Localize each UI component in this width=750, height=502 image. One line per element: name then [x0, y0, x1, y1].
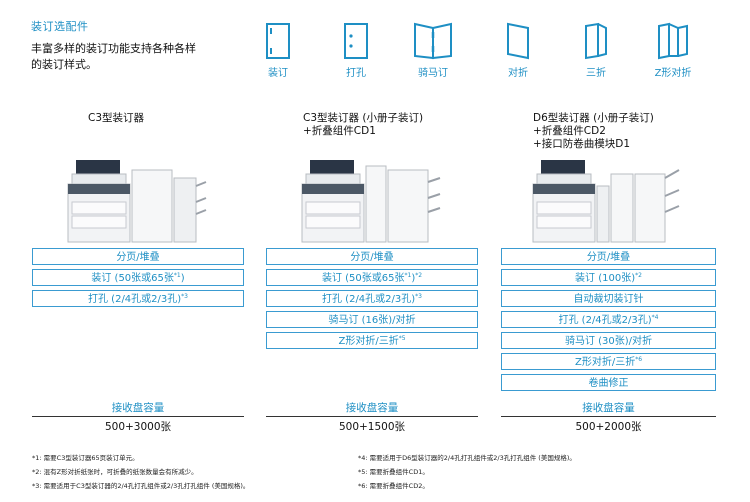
tray-divider — [501, 416, 716, 417]
tray-capacity-value: 500+3000张 — [104, 421, 172, 433]
feature-staple: 装订 (50张或65张*1) — [32, 269, 244, 286]
column-title-line: +接口防卷曲模块D1 — [533, 138, 631, 150]
binding-style-label: 三折 — [586, 68, 606, 79]
feature-hole-punch: 打孔 (2/4孔或2/3孔)*4 — [501, 311, 716, 328]
binding-style-staple: 装订 — [253, 22, 303, 79]
feature-collate-stack: 分页/堆叠 — [32, 248, 244, 265]
column-title-line: C3型装订器 (小册子装订) — [303, 112, 424, 124]
tray-capacity-value: 500+2000张 — [575, 421, 642, 433]
feature-saddle-stitch: 骑马订 (30张)/对折 — [501, 332, 716, 349]
binding-style-label: 打孔 — [346, 68, 366, 79]
binding-style-punch: 打孔 — [331, 22, 381, 79]
footnote-5: *5: 需要折叠组件CD1。 — [358, 468, 429, 476]
d6-booklet-finisher-machine-image — [532, 160, 680, 243]
section-title: 装订选配件 — [31, 20, 89, 33]
column-title-line: D6型装订器 (小册子装订) — [533, 112, 654, 124]
feature-hole-punch: 打孔 (2/4孔或2/3孔)*3 — [266, 290, 478, 307]
footnote-1: *1: 需要C3型装订器65页装订单元。 — [32, 454, 139, 462]
feature-z-fold: Z形对折/三折*6 — [501, 353, 716, 370]
binding-style-label: 对折 — [508, 68, 528, 79]
column-title-line: +折叠组件CD1 — [303, 125, 376, 137]
bi-fold-icon — [507, 22, 529, 60]
feature-collate-stack: 分页/堆叠 — [501, 248, 716, 265]
tri-fold-icon — [585, 22, 607, 60]
saddle-stitch-icon — [414, 22, 452, 60]
tray-divider — [266, 416, 478, 417]
footnote-4: *4: 需要适用于D6型装订器的2/4孔打孔组件或2/3孔打孔组件 (美国规格)… — [358, 454, 576, 462]
column-title-line: C3型装订器 — [88, 112, 145, 124]
hole-punch-icon — [344, 23, 368, 59]
feature-auto-staple-trim: 自动裁切装订针 — [501, 290, 716, 307]
description-line-1: 丰富多样的装订功能支持各种各样 — [31, 42, 196, 55]
column-1-title: C3型装订器 — [88, 112, 144, 125]
feature-collate-stack: 分页/堆叠 — [266, 248, 478, 265]
footnote-3: *3: 需要适用于C3型装订器的2/4孔打孔组件或2/3孔打孔组件 (美国规格)… — [32, 482, 250, 490]
section-description: 丰富多样的装订功能支持各种各样 的装订样式。 — [31, 41, 261, 73]
description-line-2: 的装订样式。 — [31, 58, 97, 71]
binding-style-trifold: 三折 — [571, 22, 621, 79]
column-3-title: D6型装订器 (小册子装订) +折叠组件CD2 +接口防卷曲模块D1 — [533, 112, 654, 151]
binding-style-label: 骑马订 — [418, 68, 448, 79]
tray-capacity-value: 500+1500张 — [338, 421, 406, 433]
binding-style-label: Z形对折 — [654, 68, 692, 79]
binding-style-bifold: 对折 — [493, 22, 543, 79]
tray-capacity-title: 接收盘容量 — [582, 402, 635, 414]
staple-icon — [266, 23, 290, 59]
feature-z-fold: Z形对折/三折*5 — [266, 332, 478, 349]
c3-finisher-machine-image — [67, 160, 207, 243]
feature-saddle-stitch: 骑马订 (16张)/对折 — [266, 311, 478, 328]
column-2-title: C3型装订器 (小册子装订) +折叠组件CD1 — [303, 112, 423, 138]
tray-capacity-title: 接收盘容量 — [111, 402, 165, 414]
feature-hole-punch: 打孔 (2/4孔或2/3孔)*3 — [32, 290, 244, 307]
feature-curl-correction: 卷曲修正 — [501, 374, 716, 391]
binding-styles: 装订 打孔 骑马订 对折 三折 — [253, 22, 723, 92]
footnote-2: *2: 混有Z形对折纸张时，可折叠的纸张数量会有所减少。 — [32, 468, 198, 476]
column-title-line: +折叠组件CD2 — [533, 125, 606, 137]
tray-divider — [32, 416, 244, 417]
binding-style-zfold: Z形对折 — [648, 22, 698, 79]
footnote-6: *6: 需要折叠组件CD2。 — [358, 482, 429, 490]
tray-capacity-title: 接收盘容量 — [345, 402, 399, 414]
binding-style-label: 装订 — [268, 68, 288, 79]
z-fold-icon — [658, 22, 688, 60]
binding-style-saddle: 骑马订 — [408, 22, 458, 79]
feature-staple: 装订 (50张或65张*1)*2 — [266, 269, 478, 286]
c3-booklet-finisher-machine-image — [301, 160, 441, 243]
feature-staple: 装订 (100张)*2 — [501, 269, 716, 286]
